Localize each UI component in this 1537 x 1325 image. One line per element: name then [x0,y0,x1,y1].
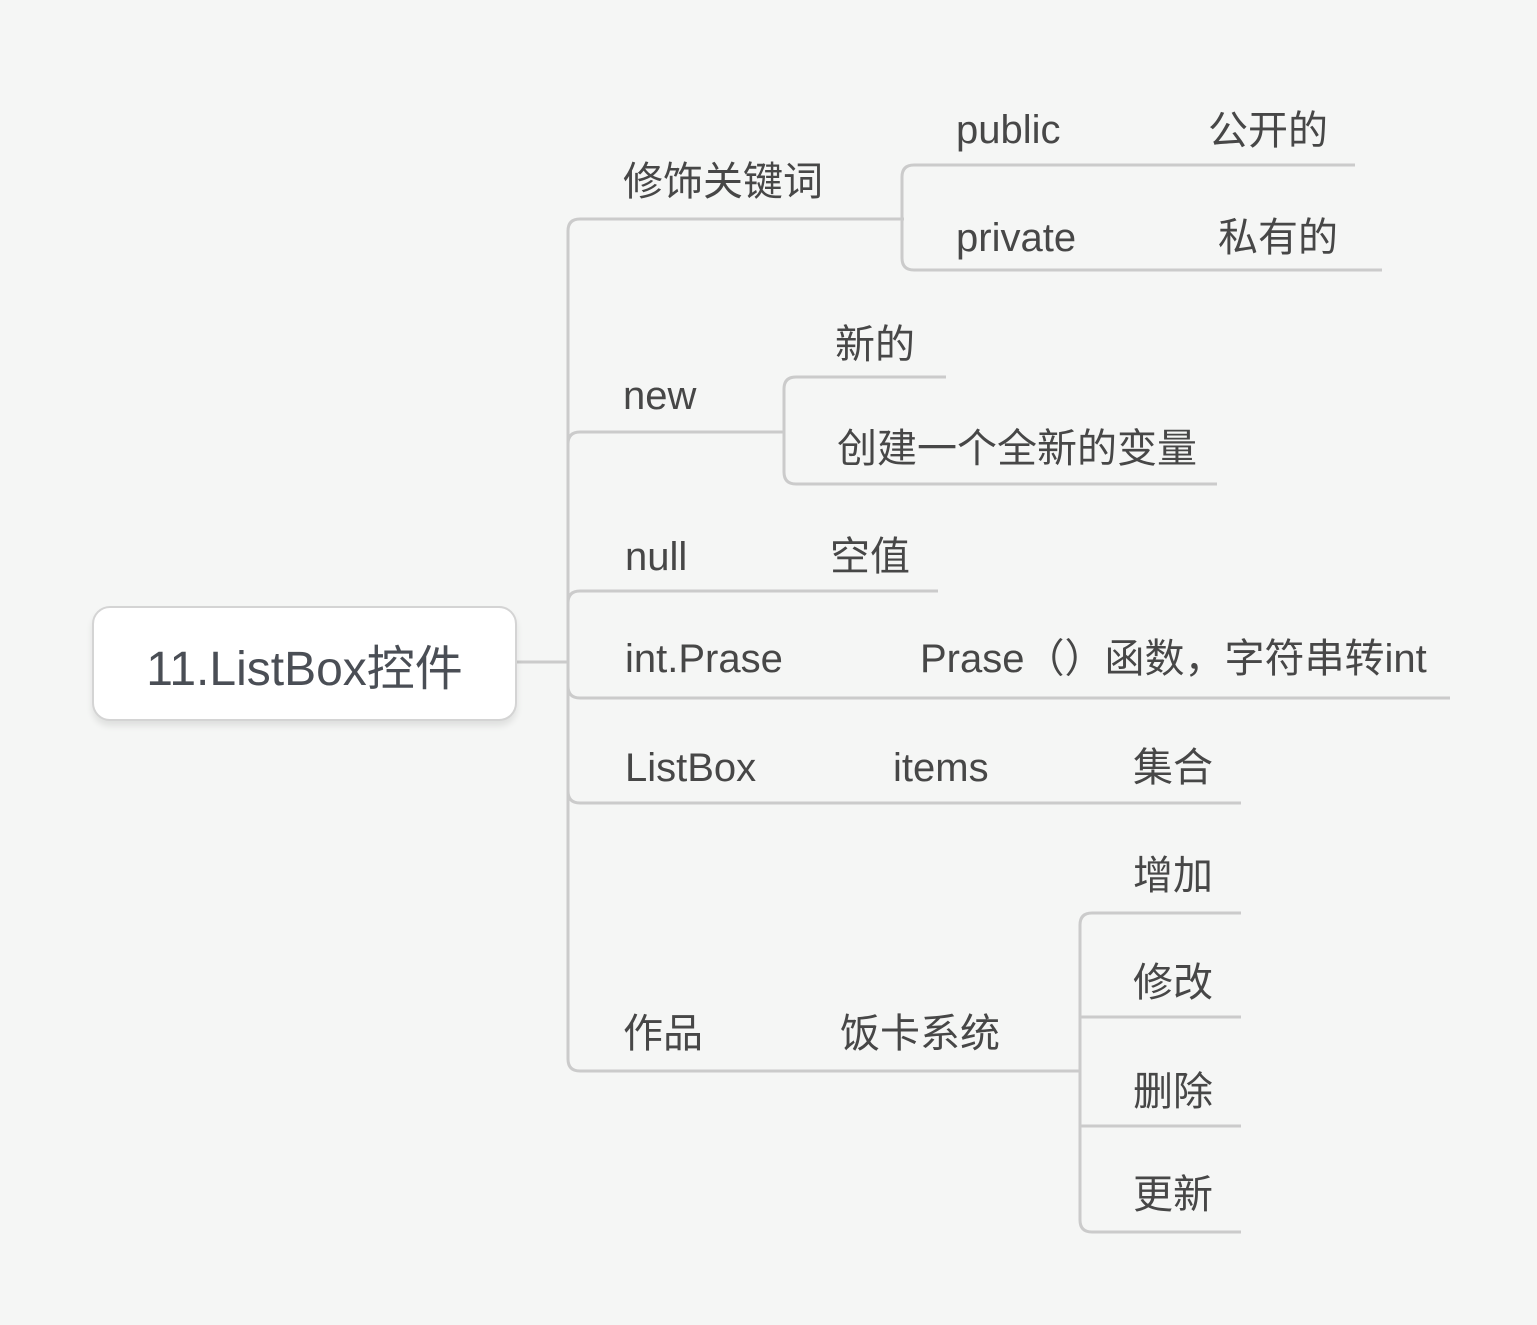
connector-new [566,430,784,445]
topic-int-prase[interactable]: int.Prase [625,637,783,681]
topic-new-desc-1[interactable]: 新的 [835,323,915,367]
connector-new-children [782,375,1217,486]
topic-null-desc[interactable]: 空值 [830,535,910,579]
connector-null [566,589,938,604]
topic-public[interactable]: public [956,108,1061,152]
topic-delete[interactable]: 删除 [1133,1070,1213,1114]
connector-modifier-children [900,163,1382,272]
topic-public-desc[interactable]: 公开的 [1208,109,1328,153]
root-topic-label: 11.ListBox控件 [146,642,463,696]
topic-modifier-keywords[interactable]: 修饰关键词 [623,160,823,204]
topic-add[interactable]: 增加 [1133,854,1213,898]
topic-works[interactable]: 作品 [623,1012,703,1056]
connector-trunk [566,217,1080,1073]
topic-int-prase-desc[interactable]: Prase（）函数，字符串转int [920,637,1427,681]
connector-works-children [1078,911,1241,1234]
topic-private[interactable]: private [956,216,1077,260]
topic-modify[interactable]: 修改 [1133,961,1213,1005]
topic-items[interactable]: items [893,746,989,790]
topic-null[interactable]: null [625,535,688,579]
connector-listbox [566,790,1241,805]
root-topic[interactable]: 11.ListBox控件 [92,606,517,721]
topic-listbox[interactable]: ListBox [625,746,757,790]
topic-items-desc[interactable]: 集合 [1133,746,1213,790]
topic-meal-card-system[interactable]: 饭卡系统 [840,1012,1000,1056]
topic-new[interactable]: new [623,374,697,418]
connector-int-prase [566,685,1450,700]
topic-update[interactable]: 更新 [1133,1173,1213,1217]
topic-new-desc-2[interactable]: 创建一个全新的变量 [837,427,1197,471]
topic-private-desc[interactable]: 私有的 [1218,216,1338,260]
